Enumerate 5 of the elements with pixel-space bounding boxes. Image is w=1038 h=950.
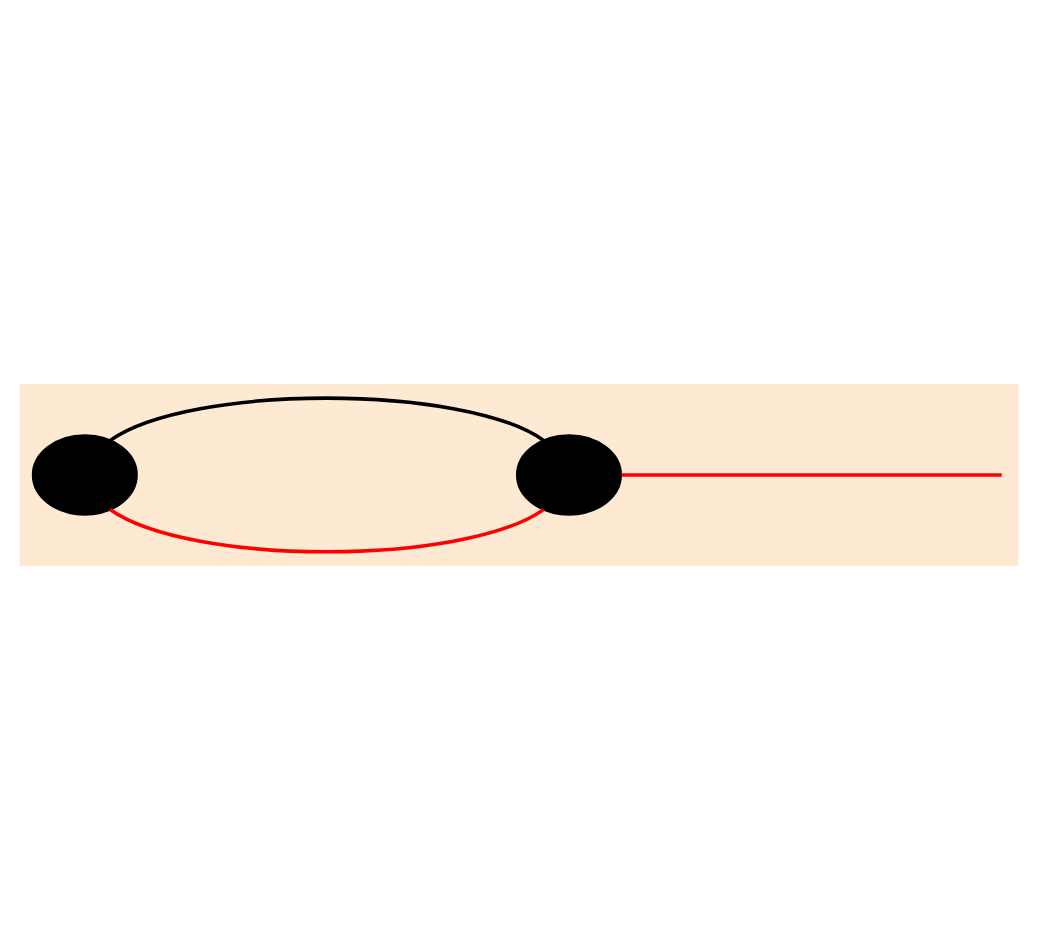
connector [621, 473, 1002, 477]
node-circle [31, 434, 138, 516]
connector [109, 396, 545, 442]
node-circle [515, 434, 622, 516]
connector [109, 508, 545, 554]
